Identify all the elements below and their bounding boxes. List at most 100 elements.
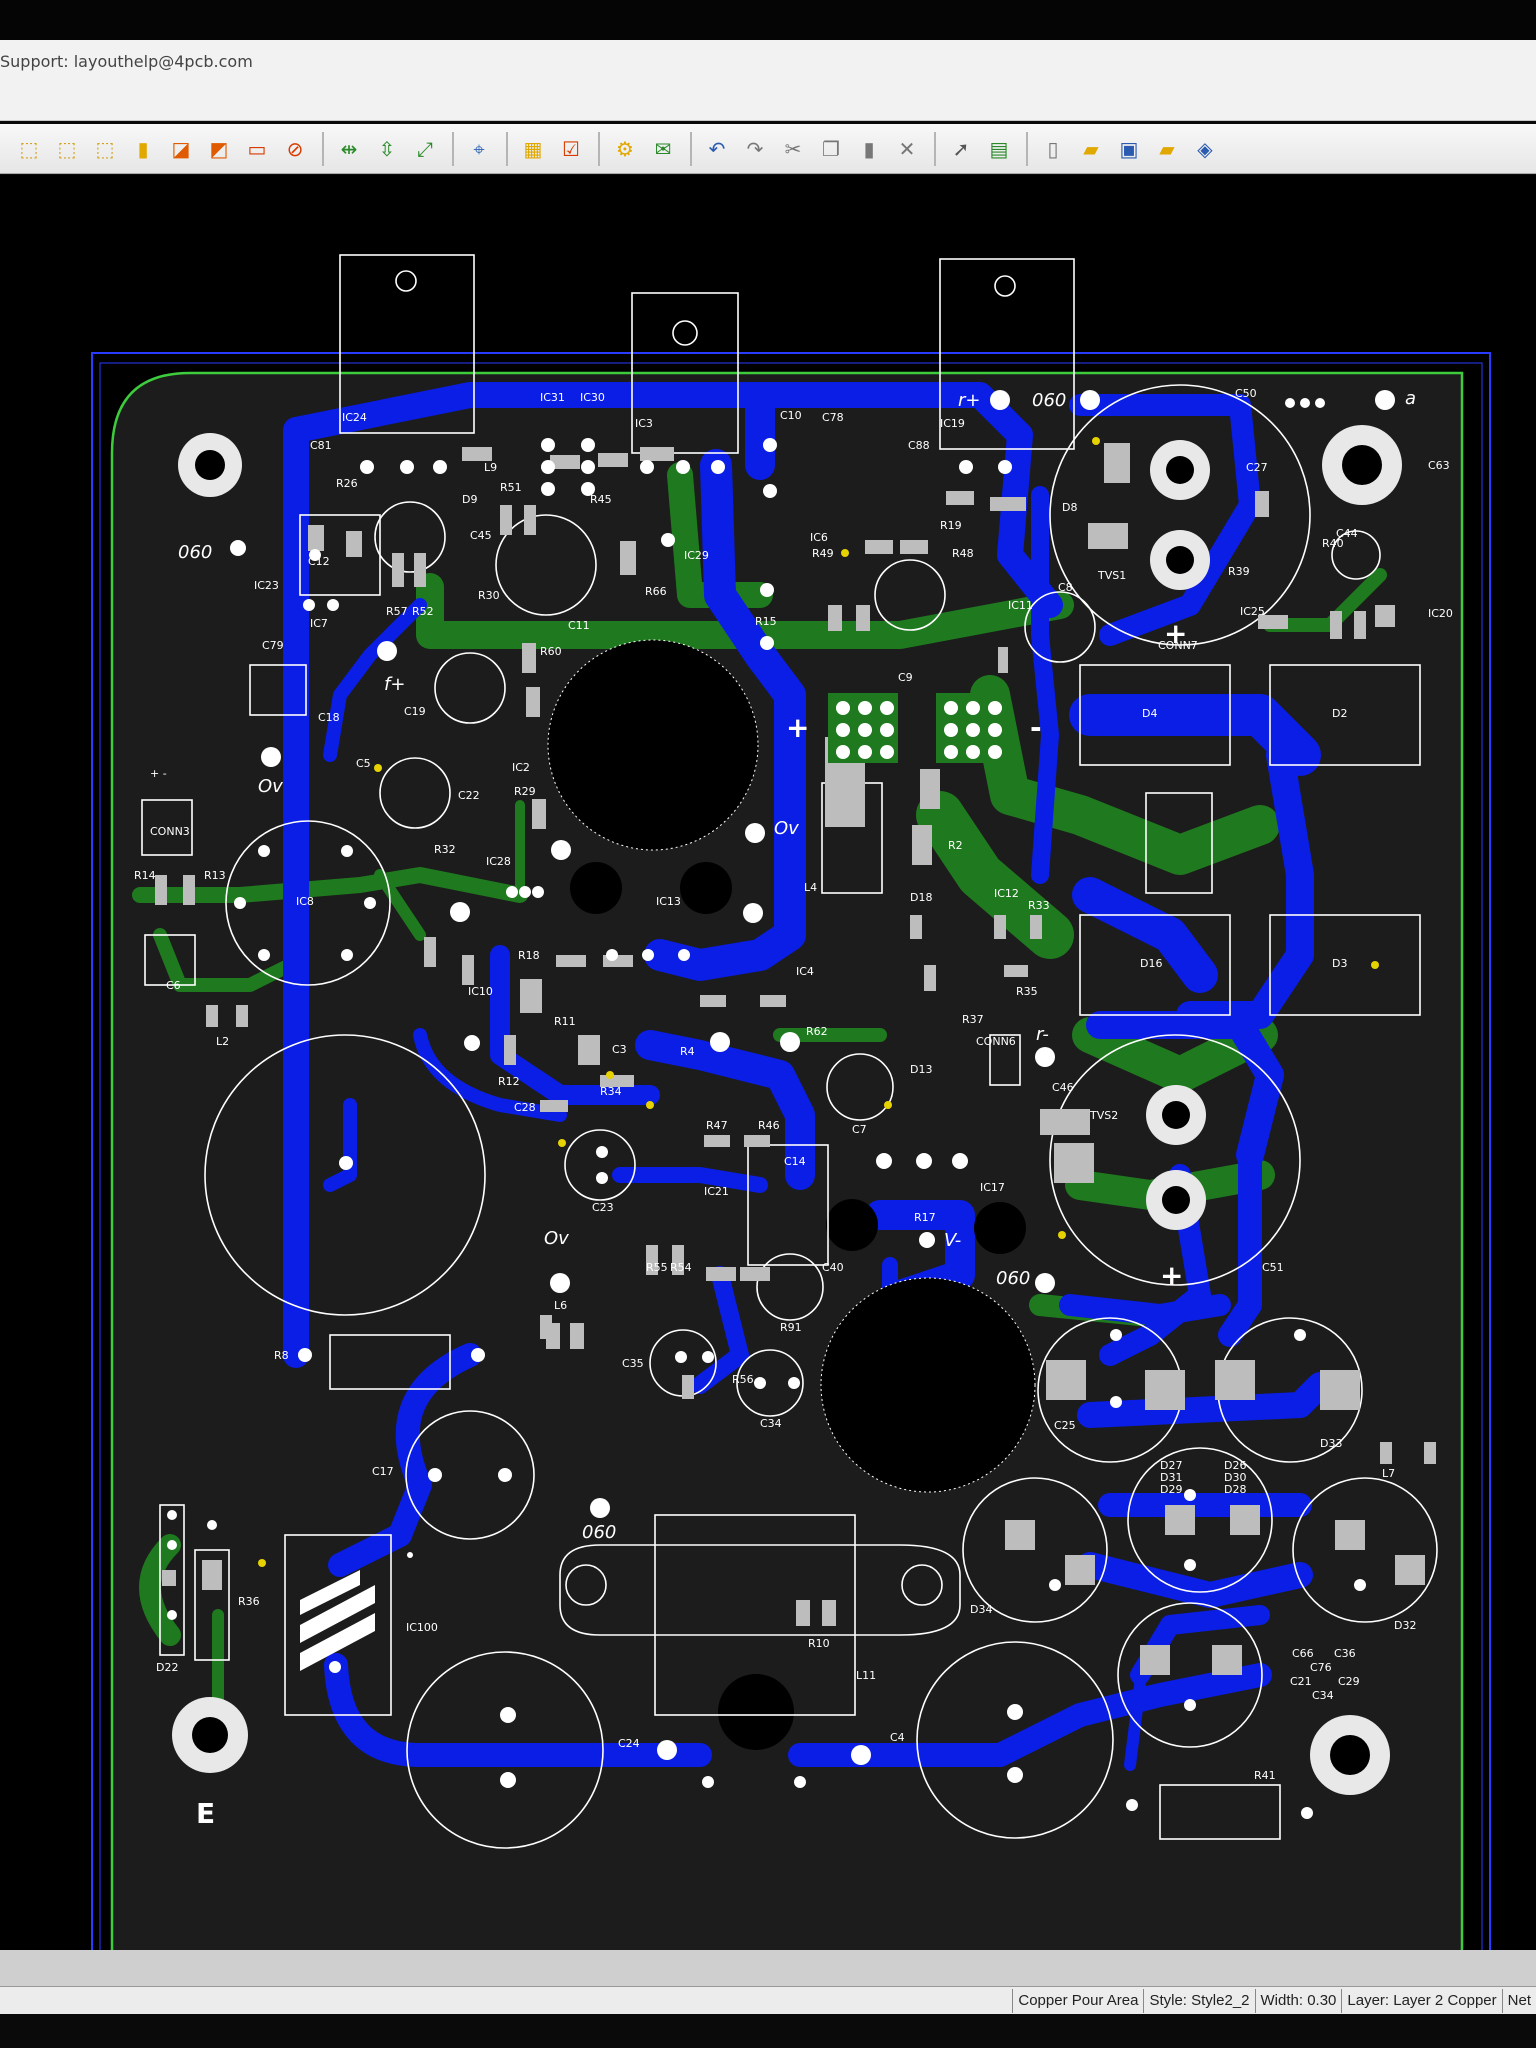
label-r32: R32 xyxy=(434,843,456,856)
label-plus-mark-2: + xyxy=(1164,617,1188,650)
title-strip xyxy=(0,40,1536,121)
label-d9: D9 xyxy=(462,493,478,506)
delete-icon[interactable]: ✕ xyxy=(898,136,916,161)
yellow-vias xyxy=(258,437,1379,1567)
label-c23: C23 xyxy=(592,1201,614,1214)
toolbar-separator xyxy=(934,131,936,166)
label-d13: D13 xyxy=(910,1063,933,1076)
layers-icon[interactable]: ◈ xyxy=(1197,136,1213,161)
label-r26: R26 xyxy=(336,477,358,490)
copy-icon[interactable]: ❐ xyxy=(822,136,840,161)
scissors-icon[interactable]: ✂ xyxy=(784,136,802,161)
copper-pour-icon[interactable]: ▦ xyxy=(523,136,543,161)
label-r12: R12 xyxy=(498,1075,520,1088)
label-minus-mark-1: - xyxy=(1030,711,1042,744)
label-d31: D31 xyxy=(1160,1471,1183,1484)
label-r49: R49 xyxy=(812,547,834,560)
label-d28: D28 xyxy=(1224,1483,1247,1496)
shape-icon[interactable]: ◪ xyxy=(171,136,191,161)
label-conn6: CONN6 xyxy=(976,1035,1016,1048)
pcb-board-drawing[interactable] xyxy=(0,175,1536,1950)
via-icon[interactable]: ▮ xyxy=(137,136,149,161)
measure-horizontal-icon[interactable]: ⇹ xyxy=(340,136,358,161)
toolbar-separator xyxy=(506,131,508,166)
board-cutouts xyxy=(547,639,1036,1750)
label-c35: C35 xyxy=(622,1357,644,1370)
folder-icon[interactable]: ▰ xyxy=(1159,136,1175,161)
label-r45: R45 xyxy=(590,493,612,506)
pad-icon[interactable]: ⬚ xyxy=(95,136,115,161)
pads xyxy=(155,443,1436,1675)
label-tvs1: TVS1 xyxy=(1098,569,1127,582)
rectangle-icon[interactable]: ▭ xyxy=(247,136,267,161)
measure-diagonal-icon[interactable]: ⤢ xyxy=(417,136,433,161)
label-r60: R60 xyxy=(540,645,562,658)
label-d26: D26 xyxy=(1224,1459,1247,1472)
through-holes xyxy=(167,390,1395,1819)
text-icon[interactable]: ◩ xyxy=(209,136,229,161)
measure-vertical-icon[interactable]: ⇳ xyxy=(378,136,396,161)
toolbar-separator xyxy=(452,131,454,166)
label-d8: D8 xyxy=(1062,501,1078,514)
keepout-inner-outline xyxy=(99,362,1483,1950)
label-r46: R46 xyxy=(758,1119,780,1132)
pin-icon[interactable]: ⬚ xyxy=(57,136,77,161)
gear-icon[interactable]: ⚙ xyxy=(616,136,634,161)
label-ic21: IC21 xyxy=(704,1185,729,1198)
label-r56: R56 xyxy=(732,1373,754,1386)
label-r33: R33 xyxy=(1028,899,1050,912)
label-c50: C50 xyxy=(1235,387,1257,400)
label-ov-2: Ov xyxy=(774,818,799,839)
check-icon[interactable]: ☑ xyxy=(562,136,580,161)
label-c17: C17 xyxy=(372,1465,394,1478)
crosshair-icon[interactable]: ⌖ xyxy=(473,136,485,161)
undo-icon[interactable]: ↶ xyxy=(708,136,726,161)
label-r17: R17 xyxy=(914,1211,936,1224)
label-c88: C88 xyxy=(908,439,930,452)
label-ic100: IC100 xyxy=(406,1621,438,1634)
pcb-canvas[interactable] xyxy=(0,175,1536,1950)
label-c3: C3 xyxy=(612,1043,627,1056)
keepout-outline xyxy=(91,352,1491,1950)
label-c11: C11 xyxy=(568,619,590,632)
label-ic20: IC20 xyxy=(1428,607,1453,620)
label-r-plus: r+ xyxy=(958,390,981,411)
label-c6: C6 xyxy=(166,979,181,992)
label-c46: C46 xyxy=(1052,1081,1074,1094)
status-gap xyxy=(0,1950,1536,1986)
properties-icon[interactable]: ▤ xyxy=(989,136,1009,161)
no-connect-icon[interactable]: ⊘ xyxy=(286,136,304,161)
label-c34: C34 xyxy=(760,1417,782,1430)
label-r-minus: r- xyxy=(1036,1024,1049,1045)
label-d2: D2 xyxy=(1332,707,1348,720)
label-c51: C51 xyxy=(1262,1261,1284,1274)
label-tvs2: TVS2 xyxy=(1090,1109,1119,1122)
redo-icon[interactable]: ↷ xyxy=(746,136,764,161)
label-plus-mark-1: + xyxy=(786,711,810,744)
open-folder-icon[interactable]: ▰ xyxy=(1083,136,1099,161)
pointer-icon[interactable]: ➚ xyxy=(952,136,970,161)
label-c14: C14 xyxy=(784,1155,806,1168)
label-ic6: IC6 xyxy=(810,531,828,544)
label-e-mark: E xyxy=(196,1797,216,1830)
save-icon[interactable]: ▣ xyxy=(1119,136,1139,161)
label-ic2: IC2 xyxy=(512,761,530,774)
label-d4: D4 xyxy=(1142,707,1158,720)
label-l2: L2 xyxy=(216,1035,230,1048)
label-conn3: CONN3 xyxy=(150,825,190,838)
paste-icon[interactable]: ▮ xyxy=(863,136,875,161)
label-plus-mark-3: + xyxy=(1160,1259,1184,1292)
label-r34: R34 xyxy=(600,1085,622,1098)
label-r41: R41 xyxy=(1254,1769,1276,1782)
label-ic28: IC28 xyxy=(486,855,511,868)
label-d29: D29 xyxy=(1160,1483,1183,1496)
label-r30: R30 xyxy=(478,589,500,602)
chip-outline-icon[interactable]: ⬚ xyxy=(19,136,39,161)
export-icon[interactable]: ✉ xyxy=(654,136,672,161)
monitor-top-bezel xyxy=(0,0,1536,40)
ic100-stripes xyxy=(300,1570,375,1671)
new-file-icon[interactable]: ▯ xyxy=(1047,136,1059,161)
label-r36: R36 xyxy=(238,1595,260,1608)
label-d27: D27 xyxy=(1160,1459,1183,1472)
toolbar-separator xyxy=(598,131,600,166)
